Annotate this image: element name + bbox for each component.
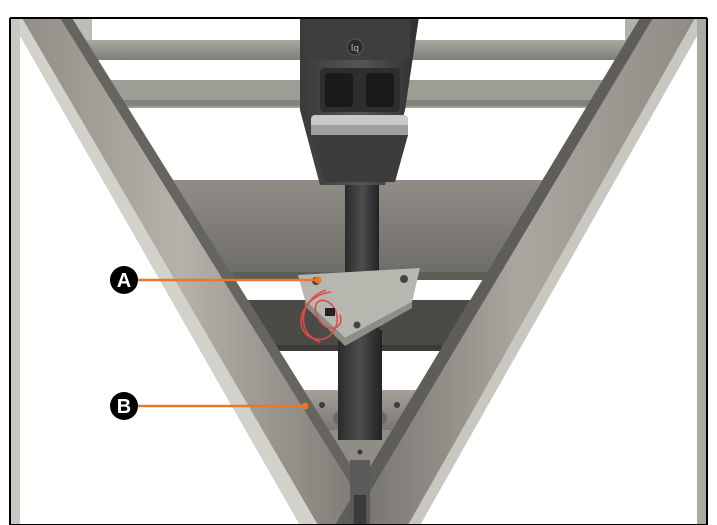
callout-b-label: B — [117, 396, 131, 418]
bracket-plate — [298, 268, 420, 346]
svg-text:lq: lq — [351, 44, 359, 54]
handset-button-right-icon — [366, 73, 394, 107]
callout-leaders — [138, 278, 318, 408]
callout-a-badge — [110, 266, 138, 294]
left-frame-rail — [10, 18, 388, 525]
callout-a-label: A — [117, 270, 131, 292]
outer-frame-edges — [10, 18, 707, 525]
handset: lq — [300, 10, 420, 185]
right-frame-rail — [335, 18, 707, 525]
handset-button-left-icon — [325, 73, 353, 107]
red-wire — [300, 289, 342, 343]
callout-b: B — [110, 392, 138, 420]
leader-endpoint-b — [301, 402, 309, 410]
callout-a: A — [110, 266, 138, 294]
callout-b-badge — [110, 392, 138, 420]
leader-endpoint-a — [314, 276, 322, 284]
brand-logo-icon: lq — [346, 38, 364, 56]
